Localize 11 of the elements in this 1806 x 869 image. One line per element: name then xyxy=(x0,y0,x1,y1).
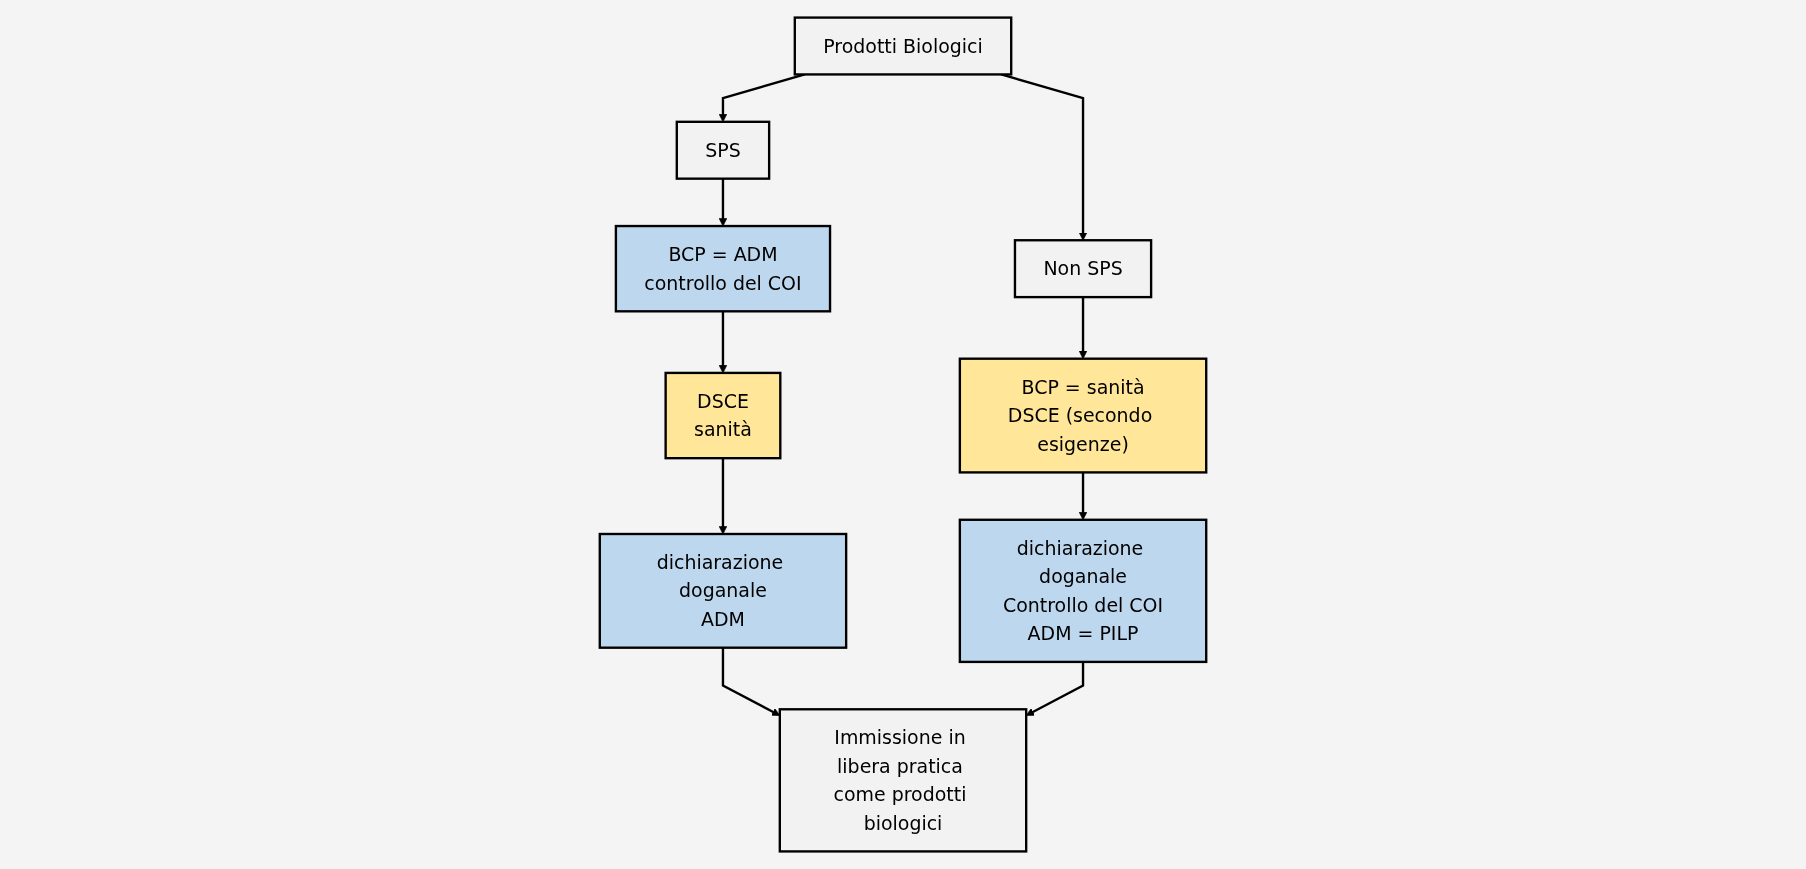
node-box: DSCE sanità xyxy=(664,371,782,460)
node-box: Non SPS xyxy=(1013,239,1153,299)
node-box: Prodotti Biologici xyxy=(793,16,1013,76)
node-box: SPS xyxy=(675,120,771,180)
node-box: dichiarazione doganale Controllo del COI ADM = PILP xyxy=(958,518,1208,664)
node-box: dichiarazione doganale ADM xyxy=(598,532,848,649)
node-box: Immissione in libera pratica come prodotti biologici xyxy=(778,708,1028,853)
arrow xyxy=(1025,661,1085,716)
node-box: BCP = sanità DSCE (secondo esigenze) xyxy=(958,357,1208,474)
node-box: BCP = ADM controllo del COI xyxy=(614,224,832,313)
arrow xyxy=(718,178,728,227)
